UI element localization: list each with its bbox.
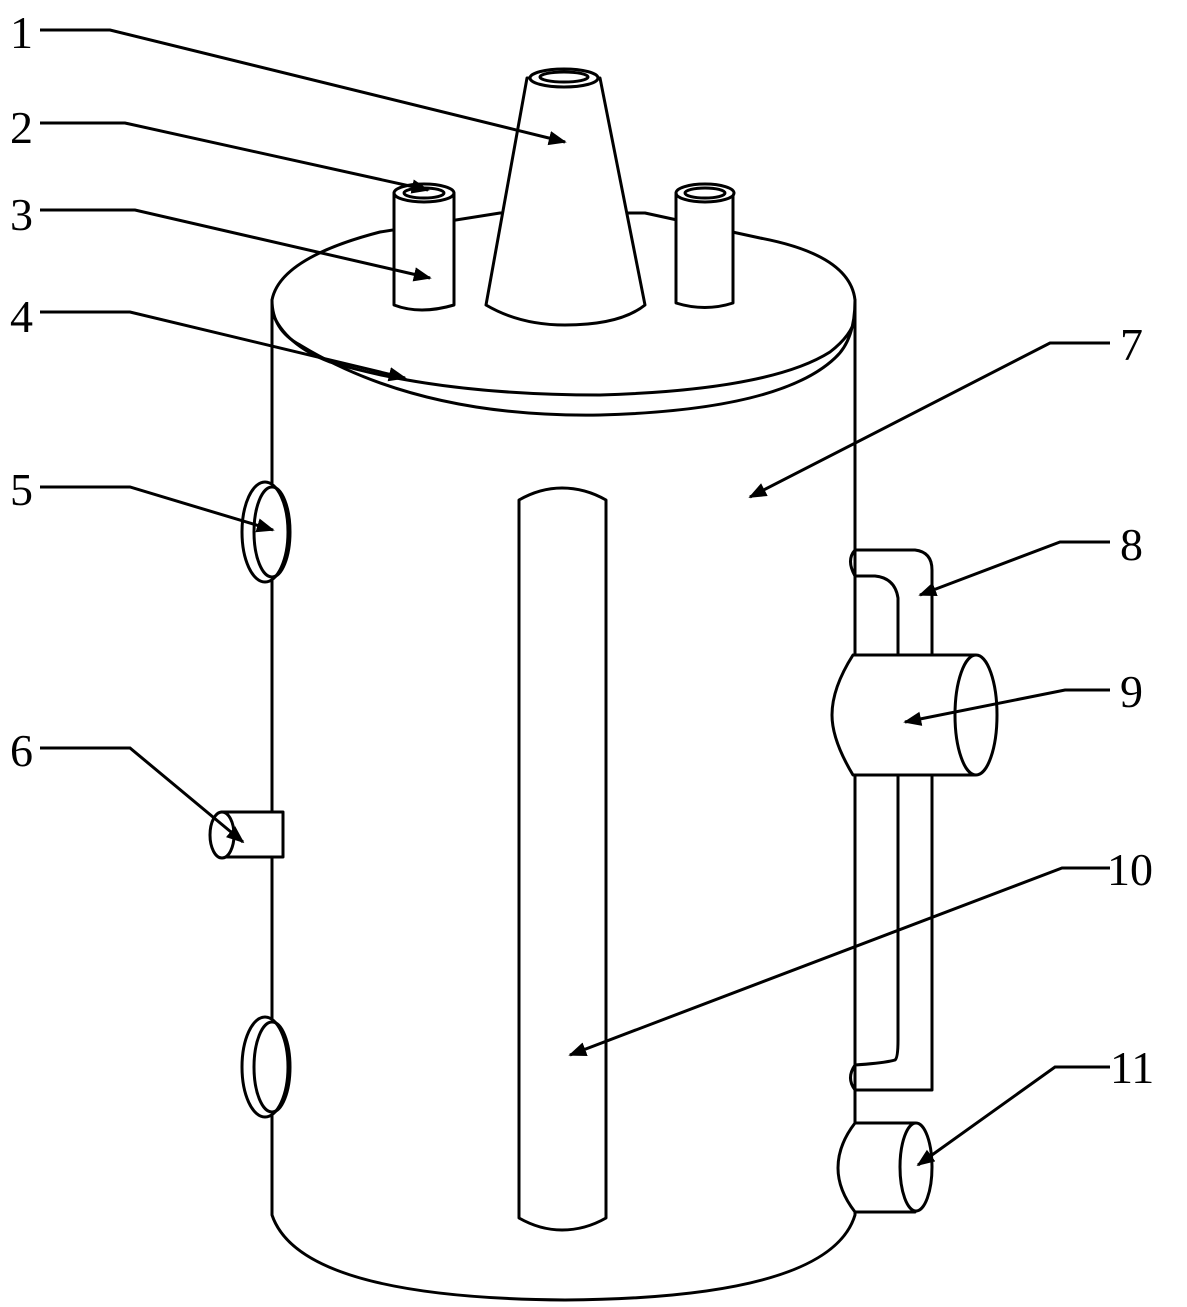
upper-left-flange [240, 480, 292, 584]
side-nozzle [208, 810, 285, 860]
side-pipe [849, 548, 934, 1092]
bottom-outlet [836, 1121, 934, 1214]
label-9: 9 [1120, 666, 1143, 717]
label-11: 11 [1110, 1042, 1154, 1093]
lower-left-flange [240, 1015, 292, 1119]
label-3: 3 [10, 189, 33, 240]
label-1: 1 [10, 7, 33, 58]
label-6: 6 [10, 725, 33, 776]
sight-window [517, 486, 608, 1232]
valve-body [830, 653, 999, 777]
right-top-pipe [674, 182, 736, 309]
cone-nozzle [484, 67, 647, 327]
label-4: 4 [10, 291, 33, 342]
label-2: 2 [10, 102, 33, 153]
label-7: 7 [1120, 319, 1143, 370]
label-10: 10 [1107, 844, 1153, 895]
left-top-pipe [392, 182, 456, 312]
label-8: 8 [1120, 519, 1143, 570]
leader-lines [40, 28, 1110, 1167]
callout-labels: 1 2 3 4 5 6 7 8 9 10 11 [10, 7, 1154, 1093]
label-5: 5 [10, 464, 33, 515]
